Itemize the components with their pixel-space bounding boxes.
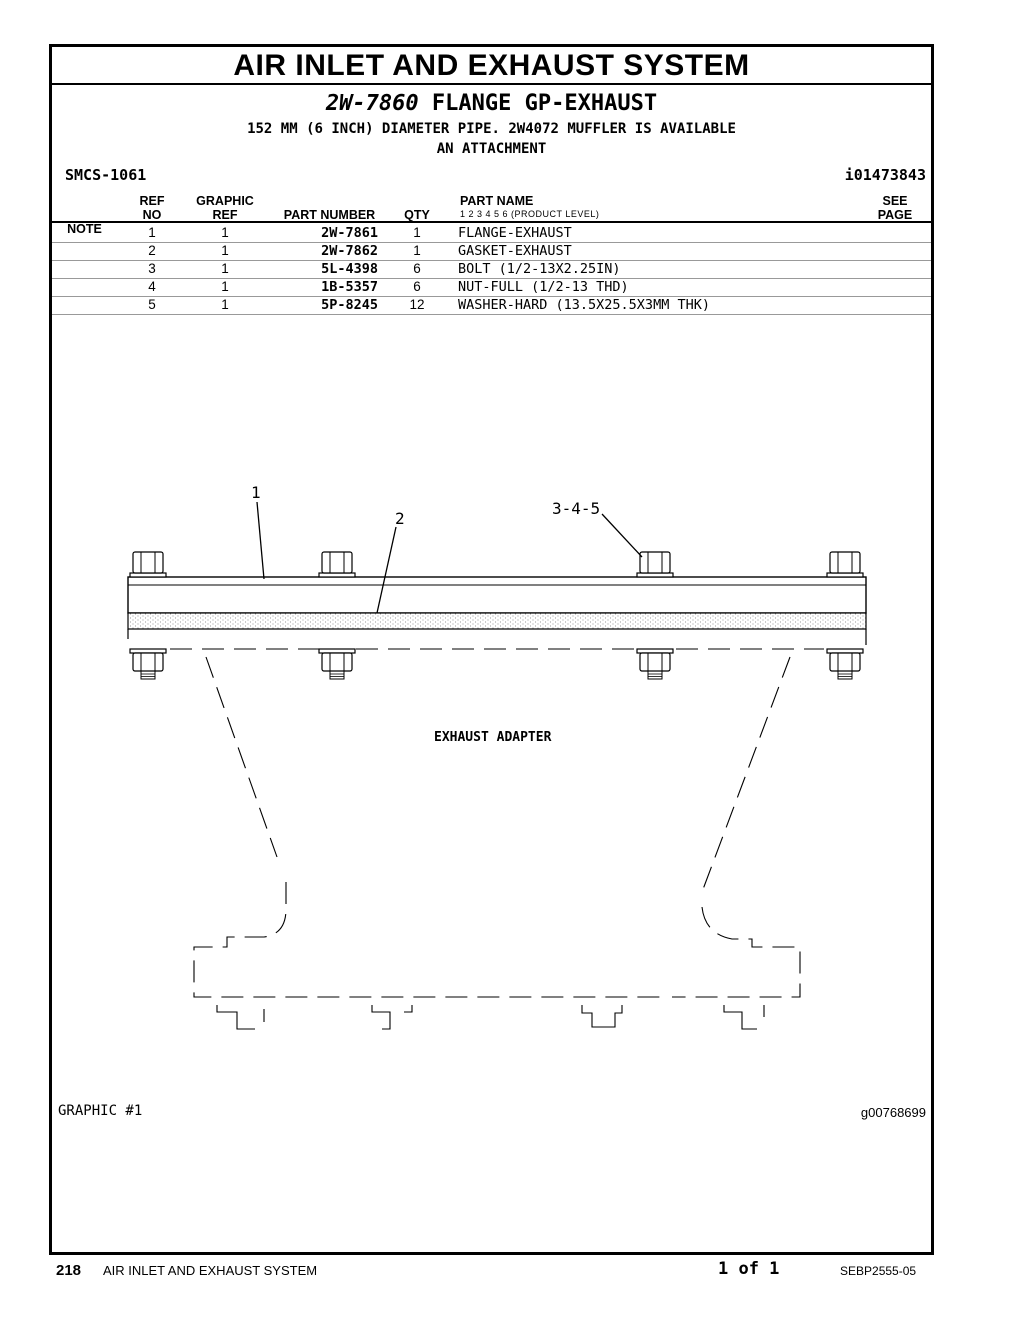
- cell-ref-no: 4: [148, 279, 156, 294]
- cell-ref-no: 2: [148, 243, 156, 258]
- cell-graphic-ref: 1: [221, 279, 229, 294]
- group-description-line1: 152 MM (6 INCH) DIAMETER PIPE. 2W4072 MU…: [247, 121, 736, 137]
- header-product-level: 1 2 3 4 5 6 (PRODUCT LEVEL): [460, 209, 600, 219]
- cell-qty: 1: [413, 243, 421, 258]
- cell-qty: 6: [413, 261, 421, 276]
- flange: [127, 576, 867, 614]
- header-graphic-ref-line2: REF: [212, 208, 238, 222]
- footer-document-id: SEBP2555-05: [840, 1264, 917, 1278]
- exhaust-adapter-label: EXHAUST ADAPTER: [434, 730, 552, 745]
- cell-graphic-ref: 1: [221, 225, 229, 240]
- bolt-heads: [129, 551, 864, 578]
- cell-qty: 1: [413, 225, 421, 240]
- group-title: 2W-7860 FLANGE GP-EXHAUST: [52, 91, 931, 116]
- callout-1: 1: [251, 483, 261, 502]
- callout-2: 2: [395, 509, 405, 528]
- exhaust-adapter-outline: [170, 648, 824, 998]
- cell-part-number: 2W-7862: [321, 243, 378, 259]
- smcs-code: SMCS-1061: [65, 166, 147, 184]
- nuts-washers: [129, 648, 864, 680]
- cell-ref-no: 5: [148, 297, 156, 312]
- group-description-line2: AN ATTACHMENT: [436, 141, 547, 157]
- illustration-id: i01473843: [844, 166, 926, 184]
- footer-page-count: 1 of 1: [718, 1259, 780, 1279]
- table-row: 1 1 2W-7861 1 FLANGE-EXHAUST: [52, 224, 931, 243]
- cell-part-name: WASHER-HARD (13.5X25.5X3MM THK): [458, 297, 710, 313]
- title-divider: [52, 83, 931, 85]
- cell-part-name: NUT-FULL (1/2-13 THD): [458, 279, 629, 295]
- group-number: 2W-7860: [325, 91, 419, 116]
- table-row: 5 1 5P-8245 12 WASHER-HARD (13.5X25.5X3M…: [52, 296, 931, 315]
- graphic-id: g00768699: [860, 1105, 926, 1120]
- header-ref-no: REF NO: [132, 194, 172, 222]
- table-header-divider: [52, 221, 931, 223]
- header-note-text: NOTE: [67, 222, 102, 236]
- callout-3-4-5: 3-4-5: [552, 499, 600, 518]
- table-row: 3 1 5L-4398 6 BOLT (1/2-13X2.25IN): [52, 260, 931, 279]
- header-see-page: SEE PAGE: [870, 194, 920, 222]
- cell-part-name: FLANGE-EXHAUST: [458, 225, 572, 241]
- footer-page-number: 218: [56, 1262, 82, 1279]
- header-see-page-line1: SEE: [882, 194, 908, 208]
- cell-part-name: GASKET-EXHAUST: [458, 243, 572, 259]
- table-row: 4 1 1B-5357 6 NUT-FULL (1/2-13 THD): [52, 278, 931, 297]
- cell-part-number: 1B-5357: [321, 279, 378, 295]
- header-graphic-ref: GRAPHIC REF: [190, 194, 260, 222]
- cell-part-number: 2W-7861: [321, 225, 378, 241]
- gasket: [127, 612, 867, 645]
- group-name: FLANGE GP-EXHAUST: [431, 91, 658, 116]
- graphic-label: GRAPHIC #1: [58, 1103, 143, 1119]
- cell-qty: 12: [409, 297, 425, 312]
- header-ref-no-line1: REF: [139, 194, 165, 208]
- cell-graphic-ref: 1: [221, 297, 229, 312]
- cell-ref-no: 3: [148, 261, 156, 276]
- header-note: NOTE: [62, 208, 107, 236]
- exhaust-adapter-feet: [216, 1005, 765, 1030]
- cell-ref-no: 1: [148, 225, 156, 240]
- page-frame: AIR INLET AND EXHAUST SYSTEM 2W-7860 FLA…: [49, 44, 934, 1255]
- cell-part-number: 5P-8245: [321, 297, 378, 313]
- cell-qty: 6: [413, 279, 421, 294]
- header-part-number: PART NUMBER: [283, 208, 376, 222]
- page-title: AIR INLET AND EXHAUST SYSTEM: [233, 49, 750, 82]
- header-ref-no-line2: NO: [142, 208, 162, 222]
- header-qty: QTY: [404, 208, 430, 222]
- footer-section-title: AIR INLET AND EXHAUST SYSTEM: [103, 1263, 318, 1278]
- cell-part-number: 5L-4398: [321, 261, 378, 277]
- header-see-page-line2: PAGE: [877, 208, 913, 222]
- exhaust-flange-drawing: 1 2 3-4-5 EXHAUST ADAPTER: [127, 483, 867, 1030]
- header-part-name: PART NAME: [460, 194, 534, 208]
- callout-leaders: [256, 501, 643, 614]
- header-graphic-ref-line1: GRAPHIC: [196, 194, 254, 208]
- cell-graphic-ref: 1: [221, 261, 229, 276]
- cell-part-name: BOLT (1/2-13X2.25IN): [458, 261, 621, 277]
- cell-graphic-ref: 1: [221, 243, 229, 258]
- table-row: 2 1 2W-7862 1 GASKET-EXHAUST: [52, 242, 931, 261]
